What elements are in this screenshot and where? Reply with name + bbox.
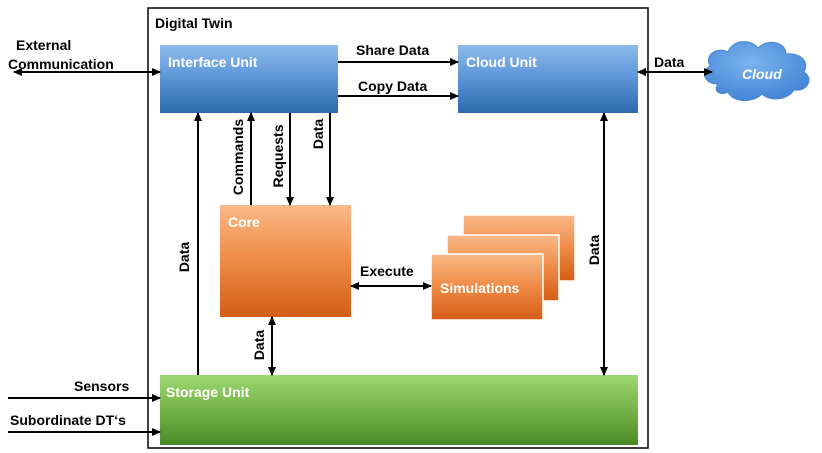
storage-to-cloud-data-label: Data xyxy=(586,234,602,266)
copy-data-label: Copy Data xyxy=(358,78,428,94)
storage-to-interface-data-label: Data xyxy=(176,241,192,273)
storage-unit-label: Storage Unit xyxy=(166,384,250,400)
cloud-data-label: Data xyxy=(654,54,685,70)
subordinates-label: Subordinate DT‘s xyxy=(10,412,126,428)
digital-twin-frame xyxy=(147,7,649,449)
core-box xyxy=(220,205,351,317)
cloud-unit-box xyxy=(458,45,638,113)
storage-unit-box xyxy=(160,375,638,445)
simulations-label: Simulations xyxy=(440,280,520,296)
commands-label: Commands xyxy=(230,118,246,196)
execute-label: Execute xyxy=(360,263,414,279)
external-communication-label-line2: Communication xyxy=(8,56,114,72)
core-storage-data-label: Data xyxy=(251,329,267,361)
external-communication-label-line1: External xyxy=(16,37,72,53)
core-label: Core xyxy=(228,214,260,230)
simulations-box xyxy=(430,253,544,321)
cloud-unit-label: Cloud Unit xyxy=(466,54,537,70)
cloud-shape xyxy=(703,41,810,101)
requests-label: Requests xyxy=(270,124,286,188)
interface-unit-box xyxy=(160,45,338,113)
sensors-label: Sensors xyxy=(74,378,130,394)
core-data-label: Data xyxy=(310,118,326,150)
interface-unit-label: Interface Unit xyxy=(168,54,258,70)
digital-twin-title: Digital Twin xyxy=(155,15,233,31)
share-data-label: Share Data xyxy=(356,42,430,58)
cloud-label: Cloud xyxy=(742,66,782,82)
